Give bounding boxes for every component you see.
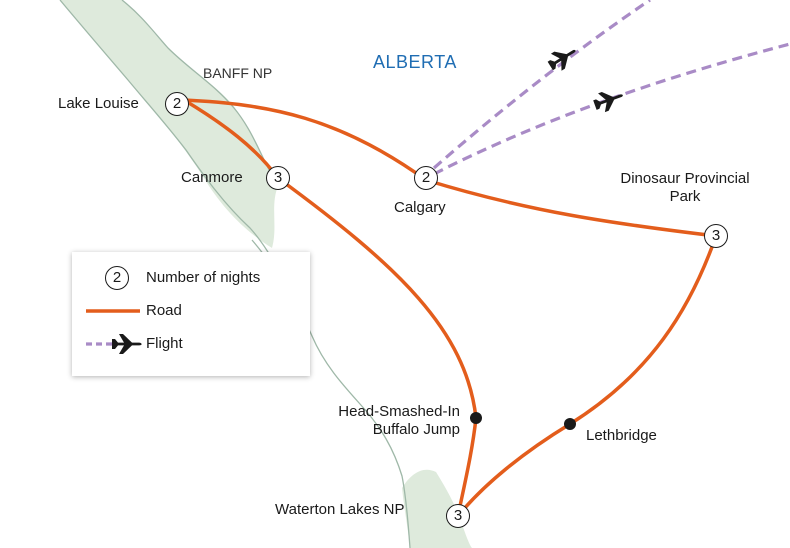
park-boundary-east: [121, 0, 279, 187]
place-label-lethbridge: Lethbridge: [586, 427, 657, 444]
map-legend: 2 Number of nights Road Flight: [72, 252, 310, 376]
legend-flight-label: Flight: [146, 335, 183, 352]
legend-row-flight: Flight: [72, 332, 310, 356]
stop-dot-head-smashed: [470, 412, 482, 424]
flight-line-icon: [86, 334, 142, 354]
airplane-icon: [547, 49, 576, 71]
airplane-icon: [593, 91, 623, 113]
region-label: ALBERTA: [373, 52, 457, 72]
stop-dot-lethbridge: [564, 418, 576, 430]
road-head-smashed-waterton: [456, 417, 478, 517]
place-label-head-smashed: Head-Smashed-In Buffalo Jump: [338, 403, 460, 438]
nights-marker-canmore: 3: [266, 166, 290, 190]
place-label-calgary: Calgary: [394, 199, 446, 216]
place-label-lake-louise: Lake Louise: [58, 95, 139, 112]
flight-route-east: [433, 42, 790, 176]
road-line-icon: [86, 309, 140, 313]
park-boundary: [59, 0, 291, 291]
park-area-south: [402, 469, 472, 548]
park-area: [60, 0, 278, 248]
legend-nights-symbol: 2: [105, 266, 129, 290]
place-label-canmore: Canmore: [181, 169, 243, 186]
legend-row-road: Road: [72, 299, 310, 323]
road-lethbridge-dinosaur: [569, 235, 718, 426]
road-canmore-head-smashed: [276, 176, 478, 419]
nights-marker-lake-louise: 2: [165, 92, 189, 116]
nights-marker-calgary: 2: [414, 166, 438, 190]
road-lake-louise-calgary: [183, 98, 428, 182]
road-waterton-lethbridge: [456, 422, 571, 518]
place-label-dinosaur: Dinosaur Provincial Park: [620, 170, 750, 205]
nights-marker-dinosaur: 3: [704, 224, 728, 248]
legend-nights-label: Number of nights: [146, 269, 261, 286]
road-calgary-dinosaur: [425, 178, 717, 238]
place-label-waterton: Waterton Lakes NP: [275, 501, 405, 518]
legend-road-label: Road: [146, 302, 182, 319]
legend-row-nights: 2 Number of nights: [72, 266, 310, 290]
park-label: BANFF NP: [203, 65, 273, 81]
nights-marker-waterton: 3: [446, 504, 470, 528]
flight-route-north: [432, 0, 651, 170]
